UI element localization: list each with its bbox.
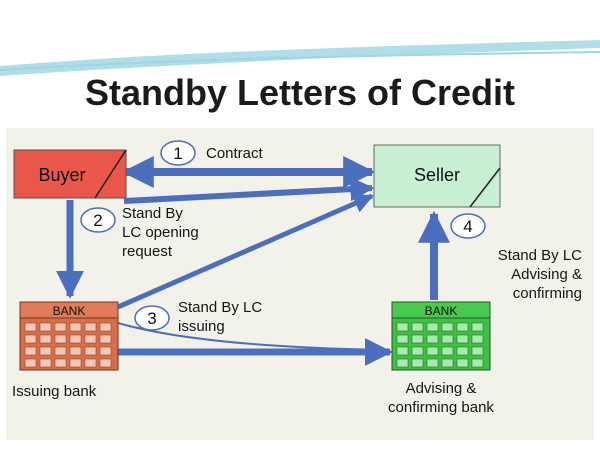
slide-title: Standby Letters of Credit [84, 72, 516, 113]
step-1-number: 1 [173, 144, 182, 163]
buyer-label: Buyer [38, 165, 85, 185]
step-1-label: Contract [206, 145, 264, 162]
arrow-buyer-to-seller [123, 177, 375, 204]
header-swoosh [0, 40, 600, 76]
advising-bank-caption-line2: confirming bank [388, 399, 494, 416]
advising-bank-caption-line1: Advising & [406, 380, 477, 397]
issuing-bank-icon: BANK [19, 301, 119, 371]
step-3-label-line2: issuing [178, 318, 225, 335]
step-4-label-line1: Stand By LC [498, 247, 582, 264]
step-2-number: 2 [93, 211, 102, 230]
step-3-number: 3 [147, 309, 156, 328]
arrow-issuing-to-advising [117, 322, 393, 366]
step-2-label-line1: Stand By [122, 205, 183, 222]
buyer-box: Buyer [13, 149, 127, 199]
advising-bank-sign: BANK [425, 304, 458, 318]
step-1: 1 Contract [160, 140, 264, 166]
step-3: 3 Stand By LC issuing [134, 299, 262, 335]
step-4-label-line2: Advising & [511, 266, 582, 283]
advising-bank-icon: BANK [391, 301, 491, 371]
step-4-label-line3: confirming [513, 285, 582, 302]
step-4-number: 4 [463, 217, 472, 236]
seller-box: Seller [373, 144, 501, 208]
step-2-label-line3: request [122, 243, 173, 260]
issuing-bank-sign: BANK [53, 304, 86, 318]
step-2: 2 Stand By LC opening request [80, 205, 199, 260]
step-3-label-line1: Stand By LC [178, 299, 262, 316]
arrow-issuing-to-seller [116, 193, 374, 310]
issuing-bank-caption: Issuing bank [12, 383, 97, 400]
step-2-label-line2: LC opening [122, 224, 199, 241]
seller-label: Seller [414, 165, 460, 185]
step-4: 4 Stand By LC Advising & confirming [450, 213, 582, 302]
